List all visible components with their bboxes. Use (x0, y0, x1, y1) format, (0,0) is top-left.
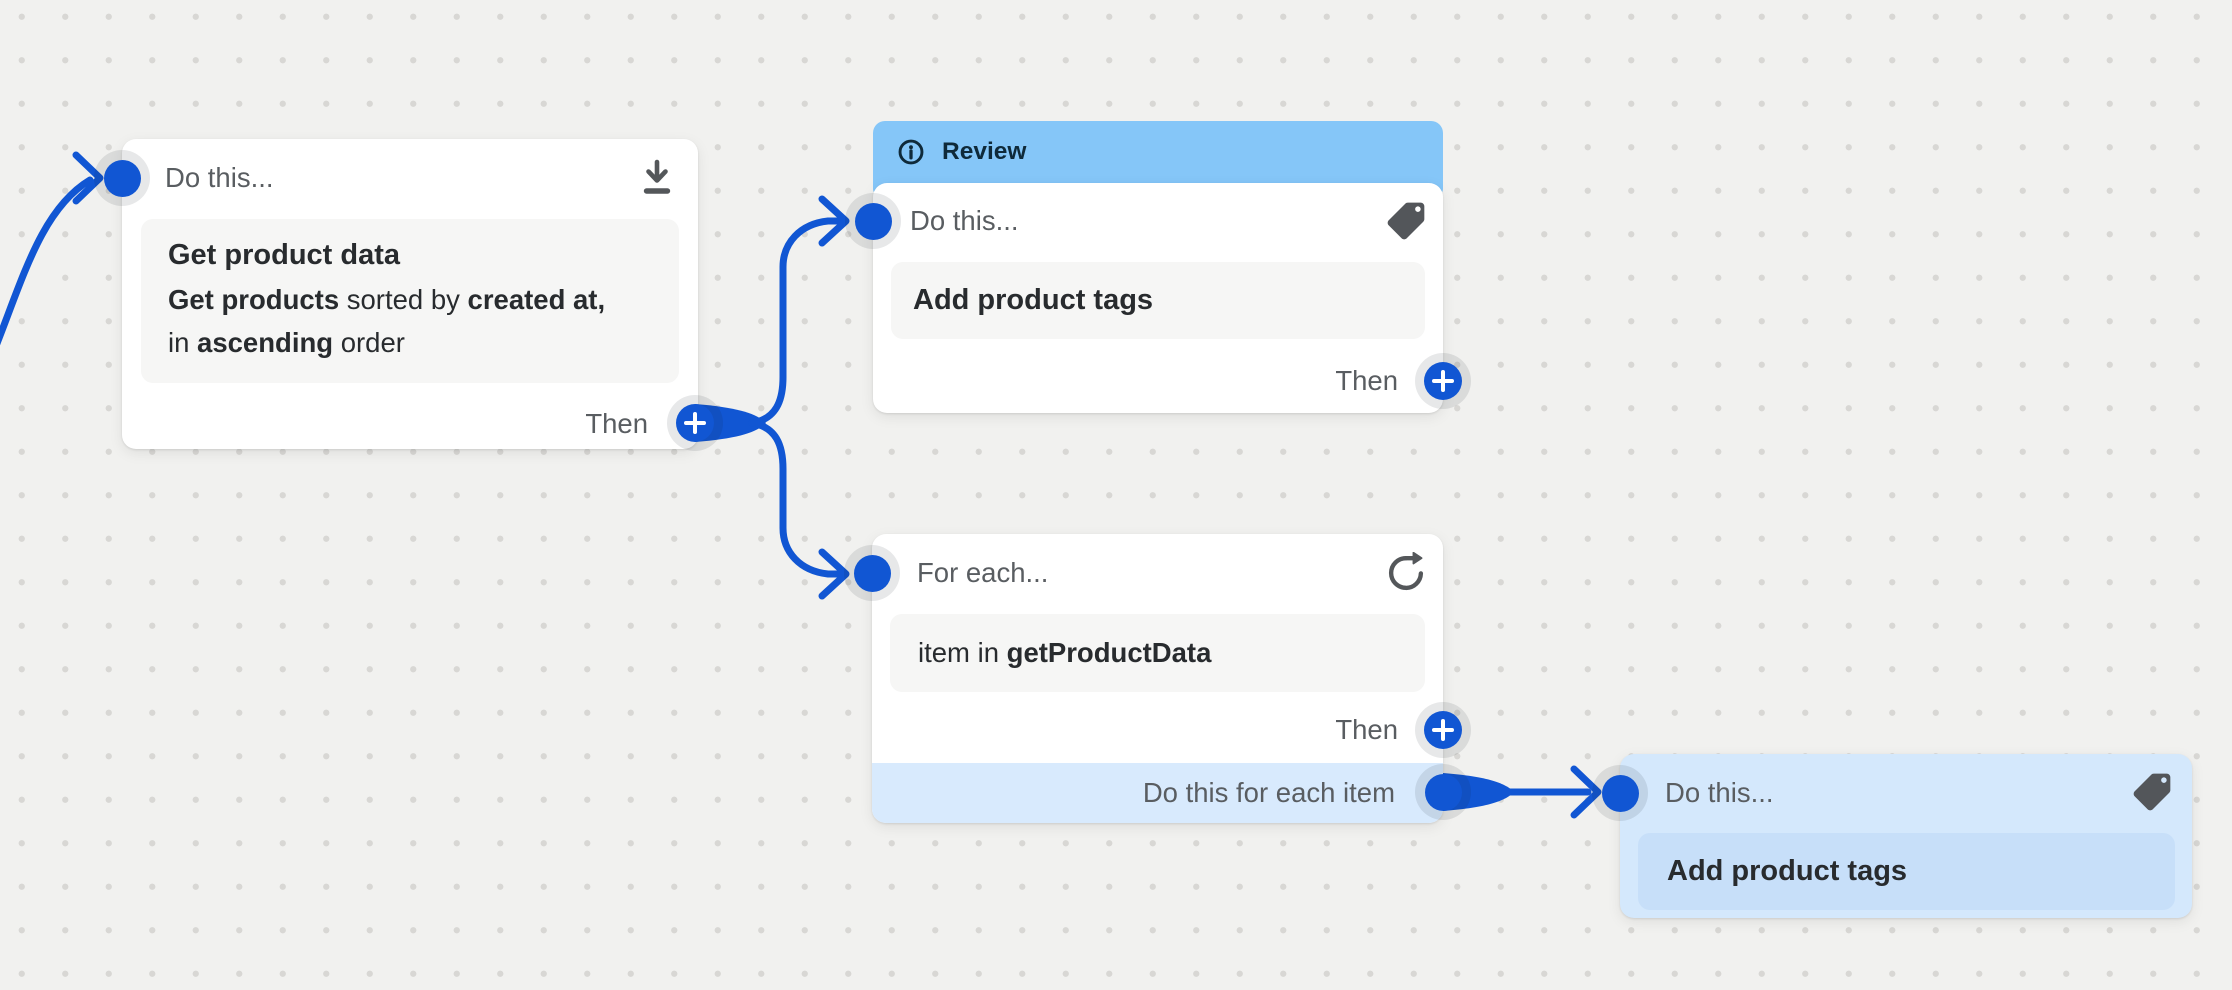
tag-icon (2130, 770, 2174, 821)
then-label: Then (585, 408, 648, 439)
step-card-add-product-tags[interactable]: Do this... Add product tags Then (873, 183, 1443, 413)
input-port-selected-card[interactable] (1601, 774, 1639, 812)
step-description-line1: Get products sorted by created at, (168, 284, 606, 315)
add-step-button[interactable] (676, 404, 714, 442)
then-label: Then (1335, 365, 1398, 396)
input-port-get-product-data[interactable] (103, 159, 141, 197)
input-port-review-action[interactable] (854, 202, 892, 240)
info-icon (897, 138, 925, 166)
step-header-label: Do this... (165, 162, 274, 193)
tag-icon (1384, 199, 1428, 250)
for-each-branch-label[interactable]: Do this for each item (872, 763, 1443, 823)
step-title: Add product tags (1667, 855, 1908, 887)
download-icon (639, 158, 675, 205)
step-header-label: For each... (917, 557, 1049, 588)
step-title: Add product tags (913, 284, 1154, 316)
wire-branch-down (748, 419, 842, 578)
step-group-review: Review Do this... Add product tags Then (873, 121, 1443, 413)
wire-branch-down-arrowhead (818, 548, 850, 600)
step-title: Get product data (168, 239, 401, 271)
refresh-icon (1385, 551, 1427, 601)
add-step-button[interactable] (1424, 362, 1462, 400)
then-label: Then (1335, 714, 1398, 745)
step-card-for-each[interactable]: For each... item in getProductData Then … (872, 534, 1443, 823)
output-port-for-each-item[interactable] (1424, 773, 1462, 811)
loop-expression: item in (918, 637, 1007, 668)
step-card-get-product-data[interactable]: Do this... Get product data Get products… (122, 139, 698, 449)
add-step-button[interactable] (1424, 711, 1462, 749)
review-banner[interactable]: Review (873, 121, 1443, 195)
wire-branch-up-arrowhead (818, 195, 850, 247)
wire-branch-up (748, 217, 842, 427)
step-card-add-product-tags-selected[interactable]: Do this... Add product tags (1620, 754, 2192, 918)
wire-entry (0, 176, 94, 346)
step-description-line2: in ascending order (168, 327, 405, 358)
input-port-for-each[interactable] (853, 554, 891, 592)
step-header-label: Do this... (910, 205, 1019, 236)
review-banner-label: Review (942, 138, 1027, 165)
step-header-label: Do this... (1665, 777, 1774, 808)
